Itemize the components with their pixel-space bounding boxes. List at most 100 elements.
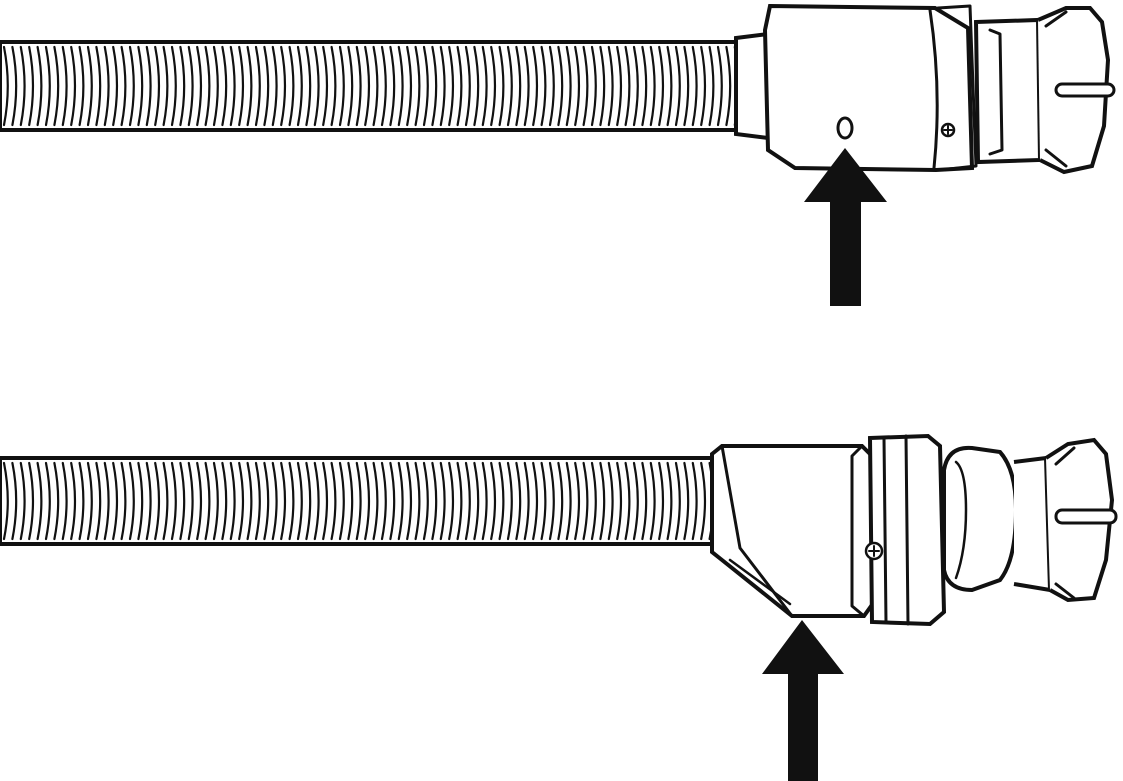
hose-rib	[154, 461, 161, 541]
hose-rib	[515, 461, 522, 541]
hose-rib	[666, 45, 673, 127]
hose-rib	[691, 45, 698, 127]
hose-rib	[145, 45, 152, 127]
hose-rib	[313, 461, 320, 541]
hose-rib	[296, 45, 303, 127]
hose-rib	[523, 45, 530, 127]
hose-rib	[204, 45, 211, 127]
hose-rib	[70, 461, 77, 541]
hose-rib	[120, 461, 127, 541]
connector-housing-icon	[762, 3, 978, 173]
hose-rib	[112, 45, 119, 127]
hose-rib	[481, 461, 488, 541]
hose-rib	[271, 45, 278, 127]
hose-rib	[355, 45, 362, 127]
hose-rib	[557, 461, 564, 541]
hose-rib	[103, 461, 110, 541]
hose-rib	[464, 461, 471, 541]
hose-rib	[700, 461, 707, 541]
hose-rib	[137, 45, 144, 127]
hose-rib	[548, 461, 555, 541]
hose-rib	[120, 45, 127, 127]
connector-housing-icon	[710, 444, 877, 618]
hose-rib	[196, 45, 203, 127]
screw-icon	[940, 122, 956, 138]
hose-rib	[464, 45, 471, 127]
hose-rib	[372, 45, 379, 127]
hose-rib	[330, 45, 337, 127]
hose-rib	[313, 45, 320, 127]
hose-rib	[448, 45, 455, 127]
hose-rib	[641, 45, 648, 127]
hose-rib	[540, 461, 547, 541]
hose-rib	[624, 45, 631, 127]
hose-rib	[246, 461, 253, 541]
up-arrow-icon	[762, 620, 844, 781]
hose-rib	[649, 45, 656, 127]
hose-rib	[439, 461, 446, 541]
hose-rib	[128, 45, 135, 127]
hose-rib	[490, 45, 497, 127]
hose-rib	[53, 45, 60, 127]
hose-rib	[481, 45, 488, 127]
hose-rib	[590, 461, 597, 541]
hose-rib	[44, 461, 51, 541]
hose-rib	[456, 45, 463, 127]
hose-rib	[506, 45, 513, 127]
hose-rib	[397, 461, 404, 541]
hose-rib	[162, 45, 169, 127]
hose-rib	[674, 45, 681, 127]
hose-rib	[28, 45, 35, 127]
hose-rib	[254, 461, 261, 541]
hose-rib	[70, 45, 77, 127]
hose-rib	[170, 461, 177, 541]
hose-rib	[86, 461, 93, 541]
hose-rib	[78, 45, 85, 127]
hose-rib	[490, 461, 497, 541]
hose-rib	[28, 461, 35, 541]
hose-rib	[179, 461, 186, 541]
hose-rib	[616, 45, 623, 127]
hose-rib	[574, 461, 581, 541]
hose-rib	[414, 461, 421, 541]
hose-rib	[380, 461, 387, 541]
hose-rib	[2, 461, 9, 541]
hose-rib	[691, 461, 698, 541]
hose-rib	[112, 461, 119, 541]
hose-rib	[389, 45, 396, 127]
hose-rib	[19, 45, 26, 127]
hose-rib	[95, 45, 102, 127]
hose-rib	[53, 461, 60, 541]
hose-rib	[338, 461, 345, 541]
hose-rib	[557, 45, 564, 127]
hose-rib	[658, 461, 665, 541]
hose-rib	[548, 45, 555, 127]
hose-rib	[422, 461, 429, 541]
hose-rib	[641, 461, 648, 541]
hose-rib	[666, 461, 673, 541]
hose-rib	[196, 461, 203, 541]
hose-rib	[607, 45, 614, 127]
hose-rib	[389, 461, 396, 541]
bottom-panel	[0, 433, 1118, 781]
hose-rib	[649, 461, 656, 541]
hose-rib	[263, 45, 270, 127]
hose-rib	[414, 45, 421, 127]
hose-icon	[0, 40, 744, 132]
screw-icon	[864, 541, 884, 561]
hose-rib	[590, 45, 597, 127]
hose-rib	[280, 45, 287, 127]
hose-rib	[364, 45, 371, 127]
hose-rib	[78, 461, 85, 541]
hose-rib	[372, 461, 379, 541]
hose-rib	[574, 45, 581, 127]
hose-rib	[322, 461, 329, 541]
hose-rib	[95, 461, 102, 541]
hose-rib	[280, 461, 287, 541]
hose-rib	[128, 461, 135, 541]
hose-rib	[658, 45, 665, 127]
hose-rib	[456, 461, 463, 541]
hose-rib	[716, 45, 723, 127]
hose-rib	[624, 461, 631, 541]
hose-rib	[11, 461, 18, 541]
